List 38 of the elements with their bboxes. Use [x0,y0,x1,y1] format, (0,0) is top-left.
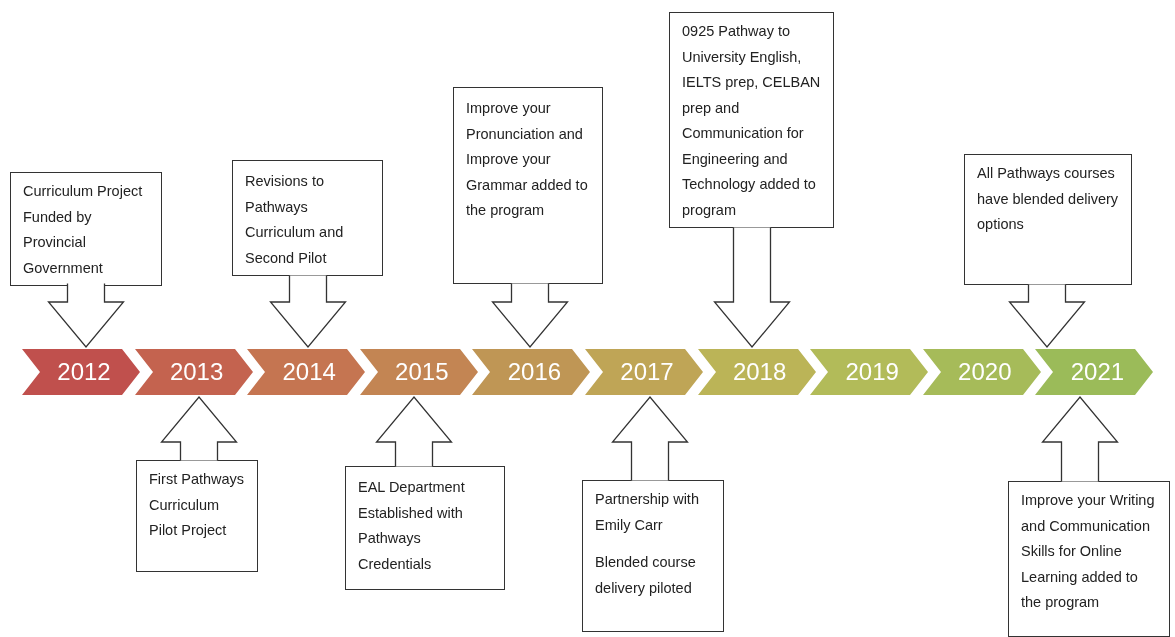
block-arrow [1041,396,1119,483]
callout-text: 0925 Pathway to University English, IELTS prep, CELBAN prep and Communication for Engineering and Technology added to program [682,22,822,220]
year-label: 2017 [619,358,674,386]
block-arrow [47,282,125,348]
callout-text: All Pathways courses have blended delivery options [977,164,1120,234]
year-label: 2020 [957,358,1012,386]
callout-text: First Pathways Curriculum Pilot Project [149,470,246,540]
callout-box [345,466,505,590]
callout-box [10,172,162,286]
year-label: 2016 [506,358,562,386]
year-label: 2018 [731,358,787,386]
callout-text: Improve your Writing and Communication Skills for Online Learning added to the program [1021,491,1156,612]
year-label: 2013 [168,358,224,386]
block-arrow [375,396,453,468]
block-arrow [491,282,569,348]
block-arrow [1008,283,1086,348]
callout-text: EAL Department Established with Pathways Credentials [358,478,466,574]
year-label: 2012 [56,358,111,386]
year-label: 2021 [1069,358,1125,386]
block-arrow [713,226,791,348]
callout-box [669,12,834,228]
callout-text: Blended course delivery piloted [595,553,697,598]
callout-box [232,160,383,276]
year-label: 2019 [844,358,899,386]
callout-text: Partnership with Emily Carr [595,490,700,535]
callout-text: Curriculum Project Funded by Provincial Government [23,182,144,278]
callout-text: Revisions to Pathways Curriculum and Second Pilot [245,172,345,268]
block-arrow [160,396,238,462]
callout-box [582,480,724,632]
callout-text: Improve your Pronunciation and Improve your Grammar added to the program [466,99,589,220]
callout-box [136,460,258,572]
callout-box [964,154,1132,285]
callout-box [453,87,603,284]
callout-box [1008,481,1170,637]
year-label: 2014 [281,358,336,386]
block-arrow [269,274,347,348]
block-arrow [611,396,689,482]
year-label: 2015 [394,358,449,386]
